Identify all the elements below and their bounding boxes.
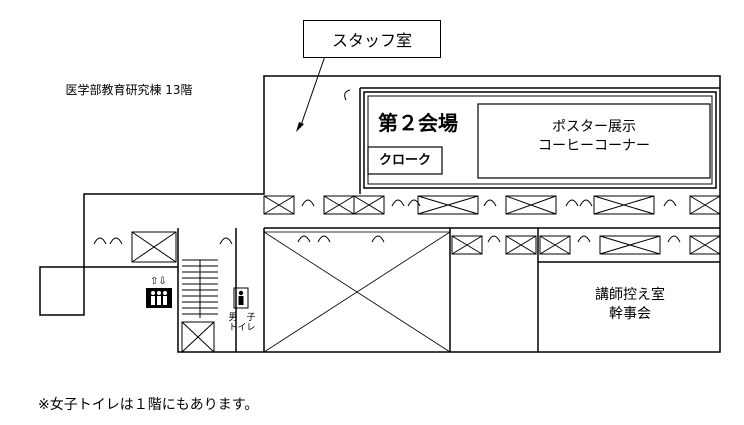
poster-area-frame	[477, 103, 711, 179]
building-label: 医学部教育研究棟 13階	[34, 78, 224, 100]
main-hall-label: 第２会場	[378, 111, 458, 135]
elevator-icon: ⇧⇩	[146, 276, 172, 308]
svg-text:⇧⇩: ⇧⇩	[150, 276, 167, 287]
footnote: ※女子トイレは１階にもあります。	[38, 397, 259, 413]
cloak-frame	[367, 146, 443, 175]
poster-coffee-label: ポスター展示 コーヒーコーナー	[538, 119, 650, 154]
annex-block	[39, 266, 85, 316]
lecturer-room-label: 講師控え室 幹事会	[595, 287, 665, 322]
corridor-pillars	[131, 195, 721, 353]
stairs-icon	[182, 259, 218, 318]
mens-toilet-label: 男 子 トイレ	[228, 313, 256, 333]
staff-room-callout: スタッフ室	[303, 20, 441, 58]
cloak-label: クローク	[378, 153, 431, 168]
staff-room-label: スタッフ室	[331, 31, 412, 50]
male-toilet-icon	[233, 287, 249, 309]
main-hall-frame	[363, 91, 717, 189]
door-swing-icon	[93, 89, 681, 245]
